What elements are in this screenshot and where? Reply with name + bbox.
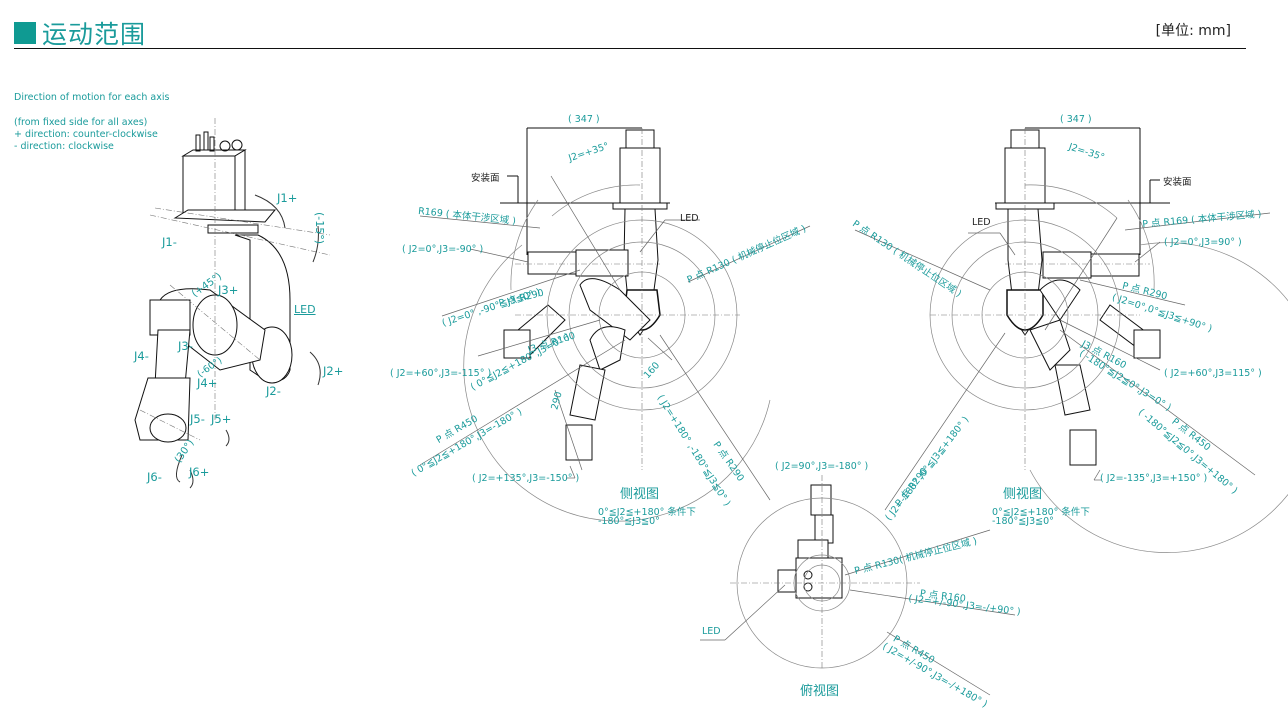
pose-label-j2-0-j3-neg90: ( J2=0°,J3=-90° ) [402,244,484,255]
mount-face-left: 安装面 [471,173,500,184]
mount-face-right: 安装面 [1163,177,1192,188]
robot-axis-figure [134,118,331,489]
led-label-right: LED [972,217,991,228]
side-view-title-left: 侧视图 [620,487,660,502]
dimension-347-left: ( 347 ) [568,114,600,125]
condition-line2-left: -180°≦J3≦0° [598,516,660,527]
condition-line1-right: 0°≦J2≦+180° 条件下 [992,507,1090,518]
axis-notes-line2: + direction: counter-clockwise [14,129,158,140]
top-view-drawing [700,475,1016,696]
pose-label-j2-0-j3-90: ( J2=0°,J3=90° ) [1164,237,1242,248]
j3-plus-label: J3+ [218,283,239,297]
j2-plus-label: J2+ [323,364,344,378]
condition-line1-left: 0°≦J2≦+180° 条件下 [598,507,696,518]
j6-minus-label: J6- [147,470,162,484]
side-view-right-drawing [854,127,1288,553]
j5-plus-label: J5+ [211,412,232,426]
condition-line2-right: -180°≦J3≦0° [992,516,1054,527]
top-view-title: 俯视图 [800,684,840,699]
title-square-icon [14,22,36,44]
j1-angle-label: (-15°) [313,212,326,245]
led-label-top: LED [702,626,721,637]
header-divider [14,48,1246,49]
j3-minus-label: J3- [178,339,193,353]
pose-label-j2-90-j3-neg180: ( J2=90°,J3=-180° ) [775,461,869,472]
j1-minus-label: J1- [162,235,177,249]
pose-label-j2-60-j3-115-left: ( J2=+60°,J3=-115° ) [390,368,492,379]
j4-plus-label: J4+ [197,376,218,390]
j5-minus-label: J5- [190,412,205,426]
pose-label-j2-neg135-j3-150: ( J2=-135°,J3=+150° ) [1100,473,1208,484]
axis-notes-heading: Direction of motion for each axis [14,92,170,103]
page-title: 运动范围 [42,20,147,49]
j2-minus-label: J2- [266,384,281,398]
axis-notes-line1: (from fixed side for all axes) [14,117,148,128]
led-label-axis: LED [294,303,316,316]
pose-label-j2-60-j3-115-right: ( J2=+60°,J3=115° ) [1164,368,1262,379]
led-label-left: LED [680,213,699,224]
j6-plus-label: J6+ [189,465,210,479]
pose-label-j2-135-j3-neg150: ( J2=+135°,J3=-150° ) [472,473,580,484]
side-view-title-right: 侧视图 [1003,487,1043,502]
j1-plus-label: J1+ [277,191,298,205]
unit-label: [单位: mm] [1155,23,1231,39]
axis-notes-line3: - direction: clockwise [14,141,114,152]
side-view-left-drawing [419,127,811,522]
dimension-347-right: ( 347 ) [1060,114,1092,125]
j4-minus-label: J4- [134,349,149,363]
